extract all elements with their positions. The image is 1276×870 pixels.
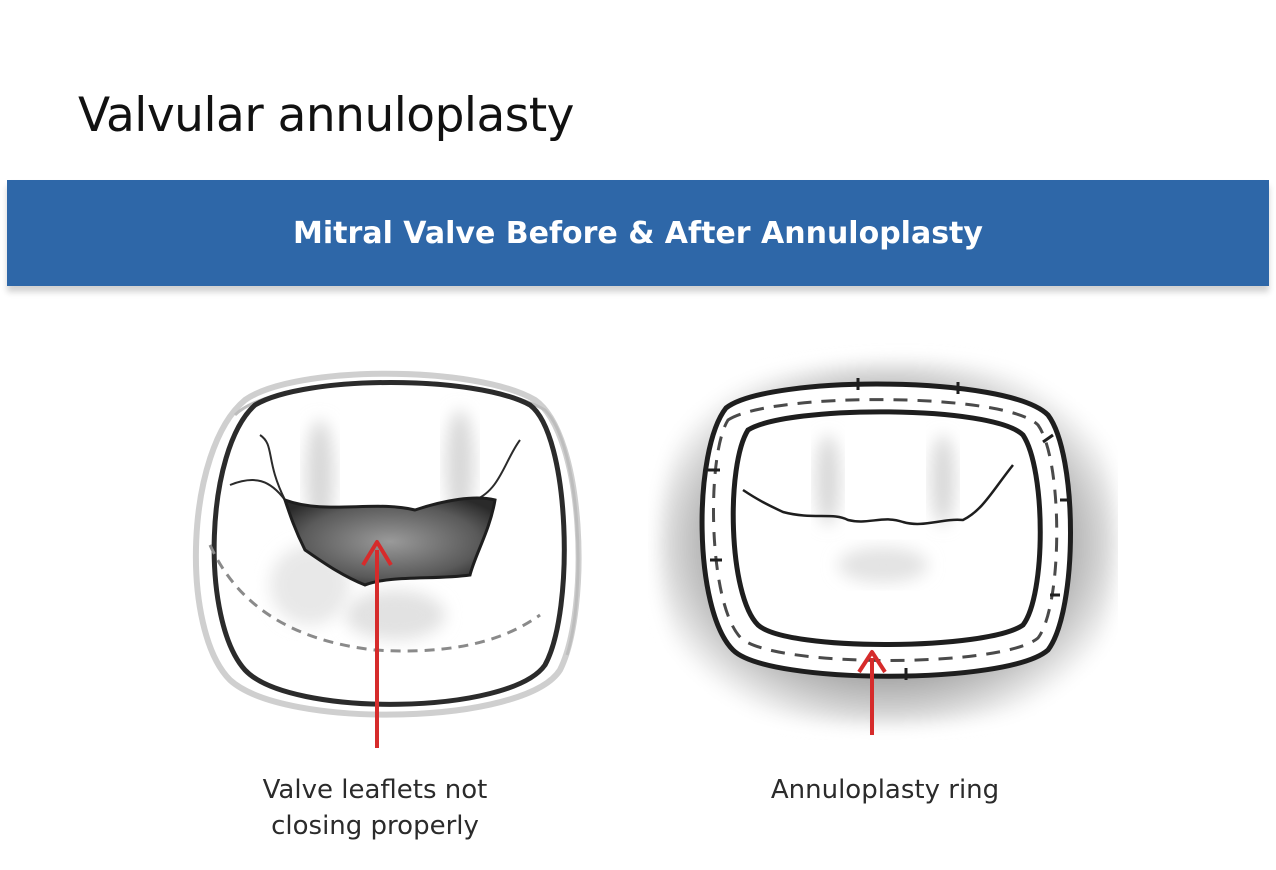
slide-title: Valvular annuloplasty [78,88,575,143]
before-caption-line-1: Valve leaflets not [262,775,488,805]
before-arrow-head [361,540,393,567]
title-banner: Mitral Valve Before & After Annuloplasty [7,180,1269,286]
dashed-annulus-line [208,544,541,653]
coaptation-line [742,464,1014,526]
mitral-valve-before-illustration [192,370,582,748]
ring-sutures [711,398,1059,662]
mitral-valve-after-illustration [659,362,1117,735]
before-caption-line-2: closing properly [271,811,479,841]
shadow-left [306,420,334,530]
shadow-right [446,410,474,520]
banner-title: Mitral Valve Before & After Annuloplasty [293,215,983,251]
suture-knots [708,378,1071,680]
shadow-bottom [345,590,445,640]
after-arrow-head [857,650,887,674]
before-caption: Valve leaflets not closing properly [175,772,575,844]
after-caption: Annuloplasty ring [770,775,1000,805]
valve-orifice [730,409,1043,647]
outer-annulus-stroke [192,370,582,718]
valve-gap [282,496,497,587]
